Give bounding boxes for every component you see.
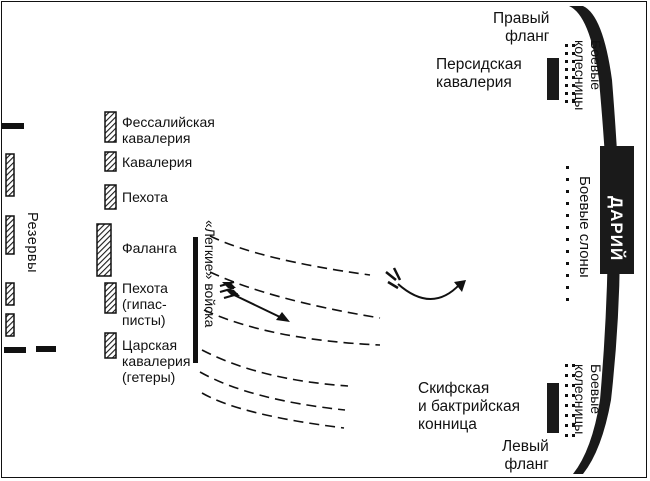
persian-flank-arrow — [385, 267, 466, 300]
light-troops-bar — [193, 237, 198, 363]
persian-front-line — [569, 6, 620, 474]
reserves-blocks — [2, 123, 56, 353]
label-persian-cavalry: Персидская кавалерия — [436, 56, 522, 91]
hypaspists-block — [104, 282, 117, 314]
label-right-flank: Правый фланг — [493, 10, 550, 45]
phalanx-block — [96, 223, 112, 277]
infantry-block — [104, 184, 117, 210]
label-reserves: Резервы — [24, 212, 40, 274]
scythian-cavalry-block — [547, 383, 559, 433]
label-infantry: Пехота — [122, 189, 168, 205]
thessalian-cavalry-block — [104, 111, 117, 143]
chariots-bottom-dots — [565, 364, 575, 437]
label-phalanx: Фаланга — [122, 240, 177, 256]
label-elephants: Боевые слоны — [576, 176, 593, 278]
label-cavalry: Кавалерия — [122, 154, 193, 170]
label-thessalian-cavalry: Фессалийская кавалерия — [122, 114, 215, 146]
label-scythian-bactrian: Скифская и бактрийская конница — [418, 380, 520, 433]
label-companion-cavalry: Царская кавалерия (гетеры) — [122, 337, 191, 385]
label-chariots-top: Боевые колесницы — [572, 40, 604, 111]
darius-block — [600, 146, 634, 274]
label-light-troops: «Легкие» войска — [202, 220, 218, 328]
elephants-dots — [566, 166, 569, 301]
label-hypaspists: Пехота (гипас- писты) — [122, 280, 168, 328]
chariots-top-dots — [565, 44, 575, 103]
persian-cavalry-block — [547, 58, 559, 100]
label-darius: ДАРИЙ — [607, 196, 626, 262]
advance-dashed-lines — [199, 235, 381, 429]
cavalry-block — [104, 151, 117, 172]
label-left-flank: Левый фланг — [502, 438, 549, 473]
companion-cavalry-block — [104, 332, 117, 359]
macedonian-attack-arrow — [219, 280, 290, 322]
label-chariots-bottom: Боевые колесницы — [572, 364, 604, 435]
